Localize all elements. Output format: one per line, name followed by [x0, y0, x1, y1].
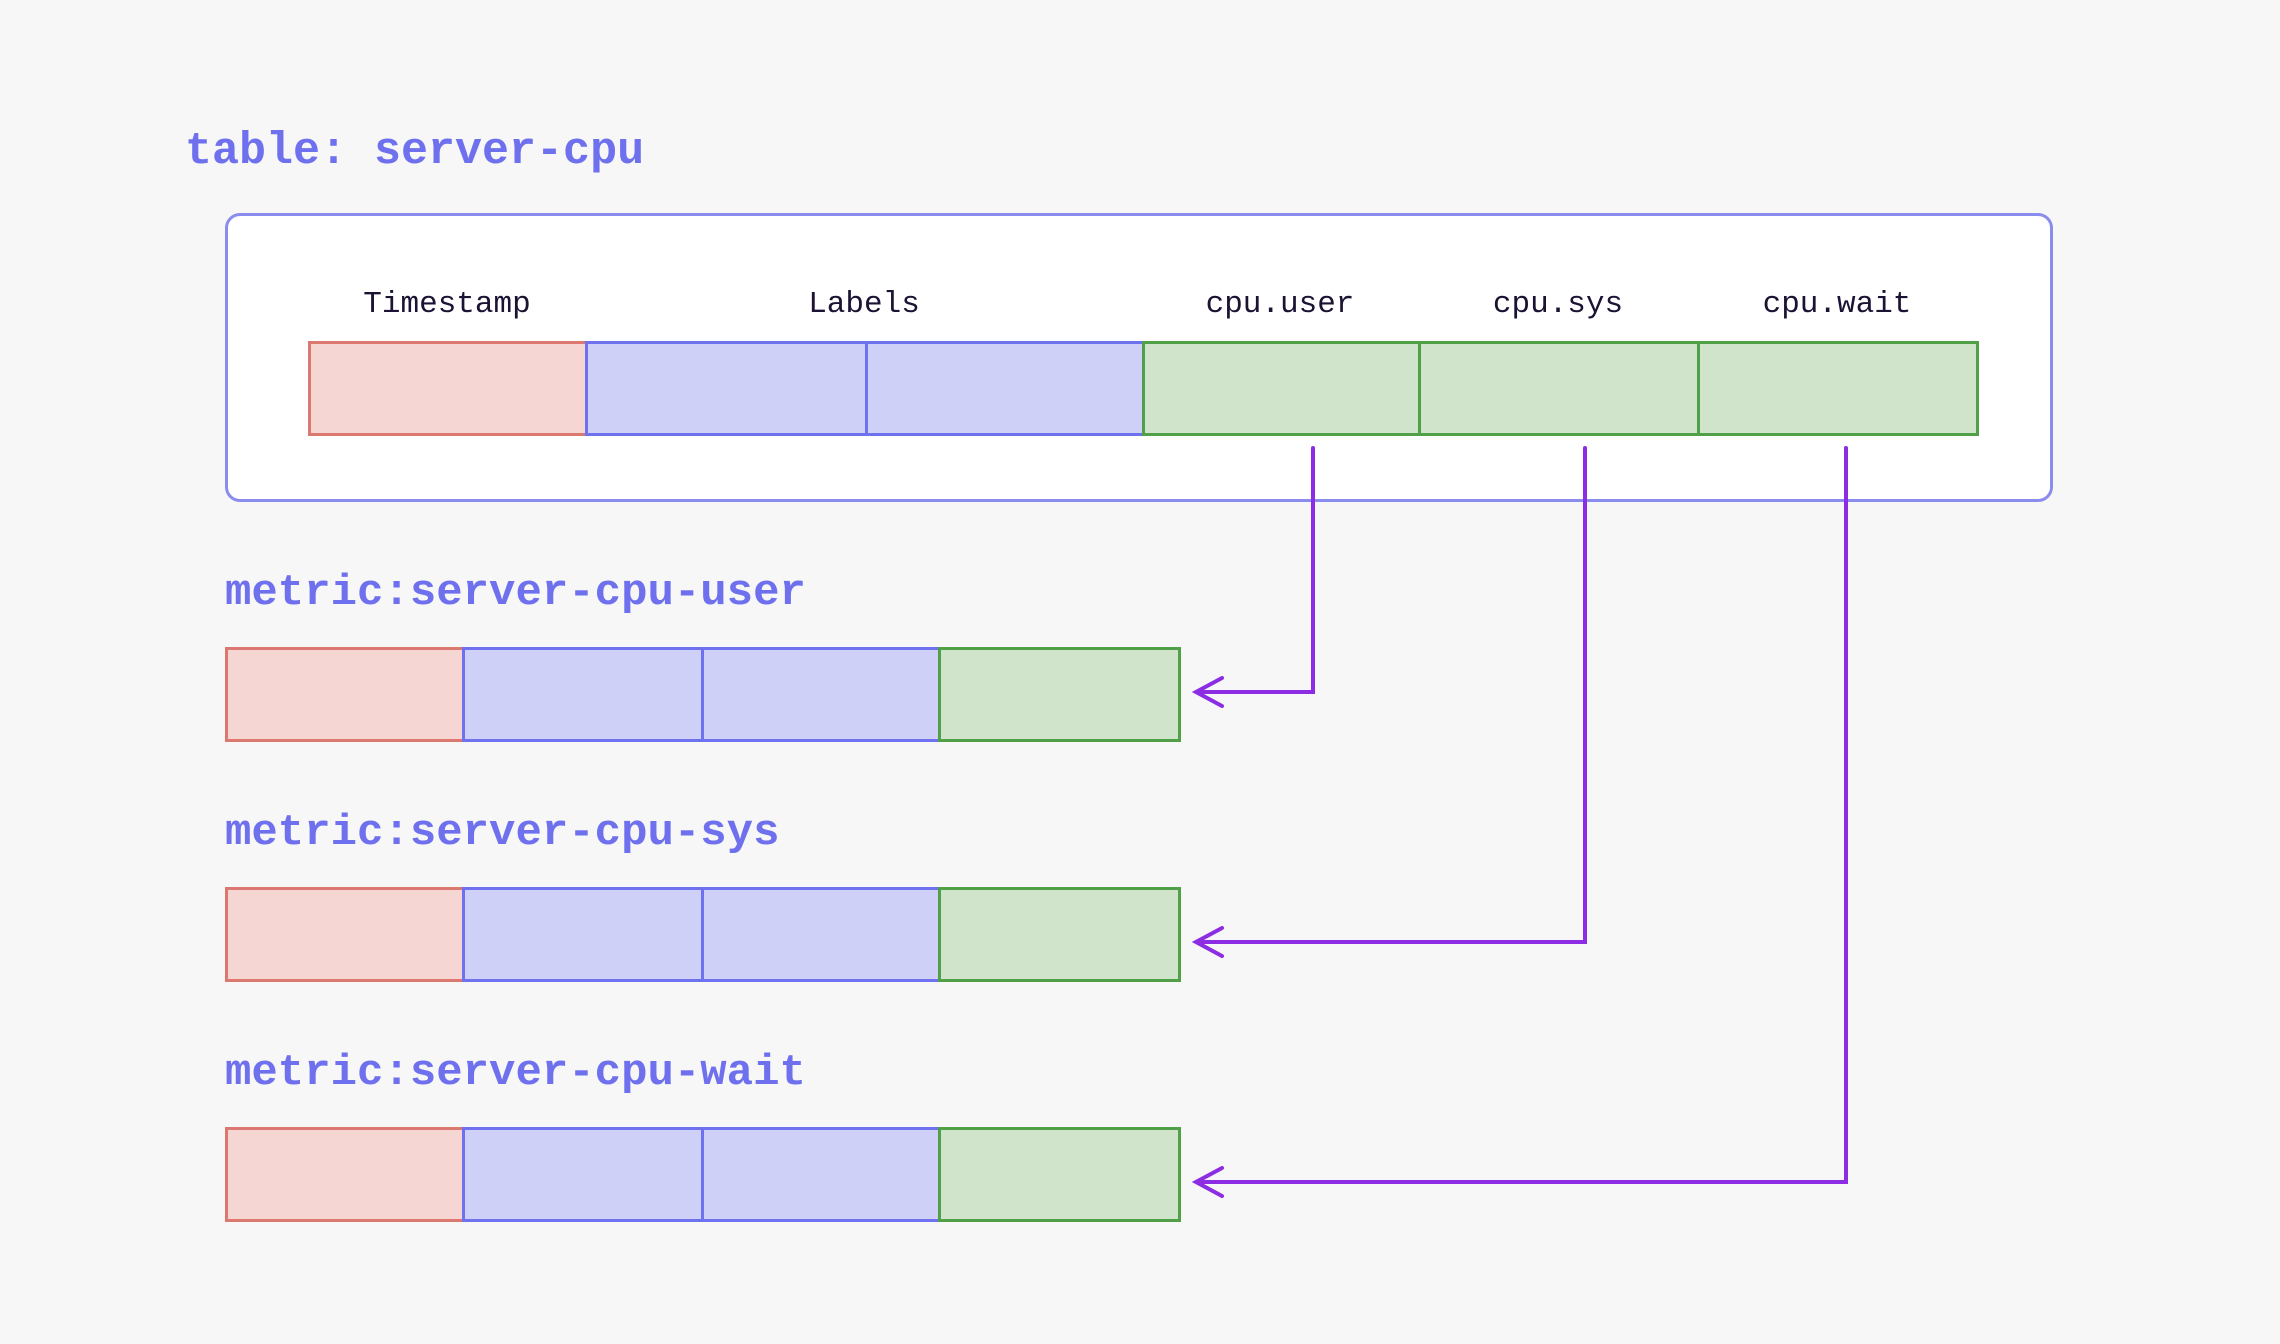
column-header-cpu-wait: cpu.wait [1762, 287, 1912, 322]
cell-labels [701, 647, 941, 742]
cell-labels [701, 887, 941, 982]
cell-field [938, 887, 1181, 982]
column-header-cpu-sys: cpu.sys [1492, 287, 1624, 322]
metric-row-sys [225, 887, 1181, 982]
cell-timestamp [225, 1127, 465, 1222]
table-row [308, 341, 1979, 436]
metric-label-user: metric:server-cpu-user [225, 568, 806, 618]
cell-timestamp [225, 647, 465, 742]
metric-row-wait [225, 1127, 1181, 1222]
cell-labels [462, 647, 704, 742]
table-container: Timestamp Labels cpu.user cpu.sys cpu.wa… [225, 213, 2053, 502]
metric-label-wait: metric:server-cpu-wait [225, 1048, 806, 1098]
cell-timestamp [308, 341, 588, 436]
cell-field [938, 1127, 1181, 1222]
cell-field [1418, 341, 1700, 436]
cell-labels [865, 341, 1145, 436]
cell-field [1697, 341, 1979, 436]
column-header-labels: Labels [808, 287, 920, 322]
column-header-timestamp: Timestamp [363, 287, 531, 322]
arrow-cpu.sys [1191, 446, 1587, 958]
cell-labels [462, 887, 704, 982]
metric-row-user [225, 647, 1181, 742]
cell-field [1142, 341, 1421, 436]
table-title: table: server-cpu [185, 126, 645, 177]
cell-field [938, 647, 1181, 742]
cell-timestamp [225, 887, 465, 982]
cell-labels [585, 341, 868, 436]
arrow-cpu.wait [1191, 446, 1848, 1198]
metric-label-sys: metric:server-cpu-sys [225, 808, 780, 858]
cell-labels [462, 1127, 704, 1222]
column-header-cpu-user: cpu.user [1205, 287, 1355, 322]
cell-labels [701, 1127, 941, 1222]
